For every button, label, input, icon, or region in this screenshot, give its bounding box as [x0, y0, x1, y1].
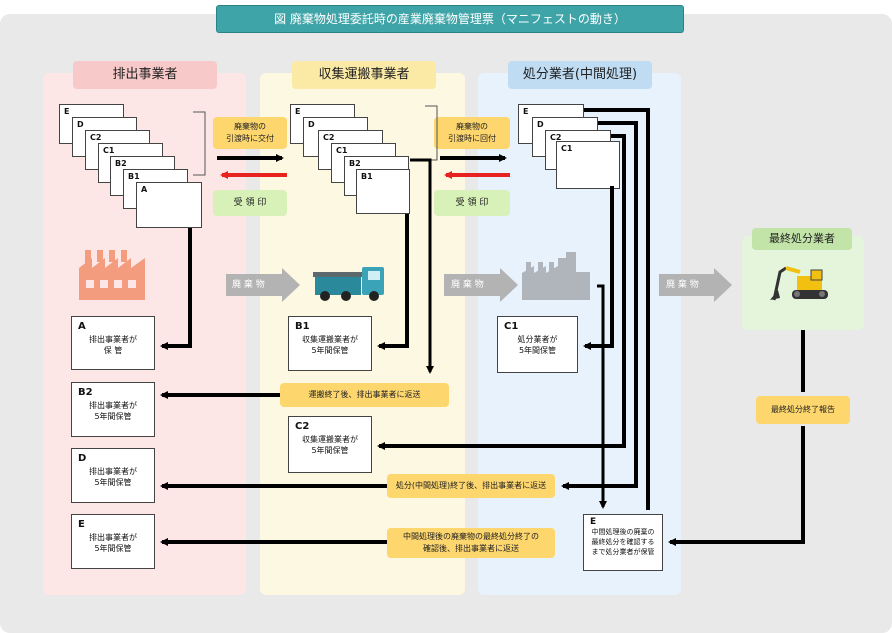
- waste-label: 廃 棄 物: [232, 280, 265, 290]
- copy-c2-route: [377, 134, 626, 450]
- copy-code: A: [78, 321, 86, 332]
- copy-code: B2: [78, 387, 93, 398]
- waste-arrow: [444, 268, 518, 302]
- copy-description: 収集運搬業者が 5年間保管: [302, 435, 358, 455]
- diagram-title: 図 廃棄物処理委託時の産業廃棄物管理票（マニフェストの動き）: [216, 5, 684, 33]
- copy-description: 排出事業者が 5年間保管: [89, 467, 137, 487]
- copy-box-a: A 排出事業者が 保 管: [71, 316, 155, 370]
- after-final-check-note: 中間処理後の廃棄物の最終処分終了の 確認後、排出事業者に返送: [387, 528, 555, 558]
- copy-b2-route: [410, 158, 434, 374]
- copy-b1-arrow: [377, 214, 409, 350]
- copy-description: 中間処理後の廃棄の 最終処分を確認する まで処分業者が保管: [591, 528, 655, 556]
- handover-note: 廃棄物の 引渡時に交付: [213, 117, 287, 149]
- copy-code: C1: [504, 321, 519, 332]
- transporter-header: 収集運搬事業者: [292, 61, 436, 89]
- emitter-header: 排出事業者: [73, 61, 217, 89]
- copy-description: 収集運搬業者が 5年間保管: [302, 335, 358, 355]
- copy-box-d: D 排出事業者が 5年間保管: [71, 448, 155, 503]
- copy-box-e: E 排出事業者が 5年間保管: [71, 514, 155, 569]
- copy-description: 処分業者が 5年間保管: [517, 335, 558, 355]
- copy-box-c2: C2 収集運搬業者が 5年間保管: [288, 416, 372, 473]
- copy-description: 排出事業者が 5年間保管: [89, 401, 137, 421]
- final-report-note: 最終処分終了報告: [756, 396, 850, 424]
- copy-code: E: [590, 517, 597, 527]
- processor-header: 処分業者(中間処理): [508, 61, 652, 89]
- receipt-stamp-note: 受 領 印: [213, 190, 287, 216]
- copy-description: 排出事業者が 保 管: [89, 335, 137, 355]
- copy-box-e-processor: E 中間処理後の廃棄の 最終処分を確認する まで処分業者が保管: [583, 514, 663, 571]
- copy-code: E: [78, 519, 85, 530]
- manifest-sheet-a: A: [136, 182, 202, 228]
- stack-bracket: [425, 105, 438, 161]
- receipt-stamp-note: 受 領 印: [434, 190, 510, 216]
- waste-arrow: [226, 268, 300, 302]
- copy-e-proc-route: [597, 284, 607, 509]
- copy-code: C2: [295, 421, 310, 432]
- copy-code: B1: [295, 321, 310, 332]
- waste-label: 廃 棄 物: [451, 280, 484, 290]
- copy-a-arrow: [160, 228, 192, 350]
- stack-bracket: [193, 111, 206, 176]
- copy-c1-route: [583, 186, 614, 350]
- copy-code: D: [78, 453, 87, 464]
- final-report-arrow: [668, 426, 805, 546]
- copy-box-b1: B1 収集運搬業者が 5年間保管: [288, 316, 372, 371]
- manifest-sheet-b1: B1: [356, 169, 410, 214]
- truck-icon: [313, 267, 384, 301]
- factory-icon: [79, 250, 145, 300]
- copy-e-route: [584, 108, 650, 510]
- after-transport-note: 運搬終了後、排出事業者に返送: [280, 383, 449, 407]
- waste-label: 廃 棄 物: [666, 280, 699, 290]
- copy-box-b2: B2 排出事業者が 5年間保管: [71, 382, 155, 437]
- manifest-sheet-c1: C1: [556, 141, 620, 189]
- final-header: 最終処分業者: [752, 228, 852, 250]
- copy-d-route: [561, 121, 638, 490]
- plant-icon: [522, 252, 590, 300]
- excavator-icon: [770, 266, 828, 301]
- copy-box-c1: C1 処分業者が 5年間保管: [497, 316, 578, 373]
- after-processing-note: 処分(中間処理)終了後、排出事業者に返送: [387, 474, 555, 498]
- circulation-note: 廃棄物の 引渡時に回付: [434, 117, 510, 149]
- waste-arrow: [659, 268, 732, 302]
- copy-description: 排出事業者が 5年間保管: [89, 533, 137, 553]
